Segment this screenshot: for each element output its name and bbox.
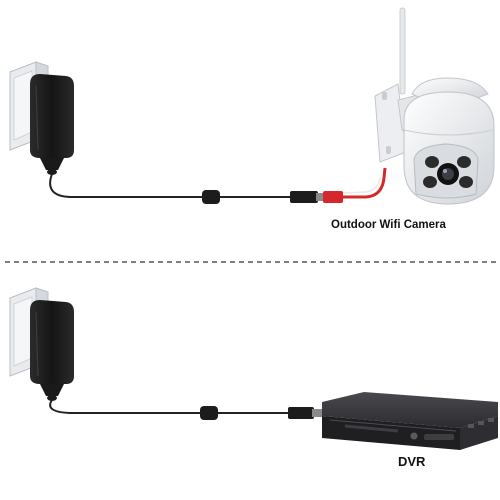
bottom-power-cable bbox=[50, 400, 322, 420]
dvr-caption: DVR bbox=[398, 454, 425, 469]
camera-connector bbox=[323, 168, 385, 203]
dvr-recorder-icon bbox=[322, 392, 498, 450]
camera-caption: Outdoor Wifi Camera bbox=[331, 219, 446, 231]
bottom-power-adapter-icon bbox=[30, 300, 74, 401]
ptz-dome-camera-icon bbox=[375, 8, 494, 204]
top-power-adapter-icon bbox=[30, 74, 74, 175]
top-power-cable bbox=[50, 174, 324, 204]
